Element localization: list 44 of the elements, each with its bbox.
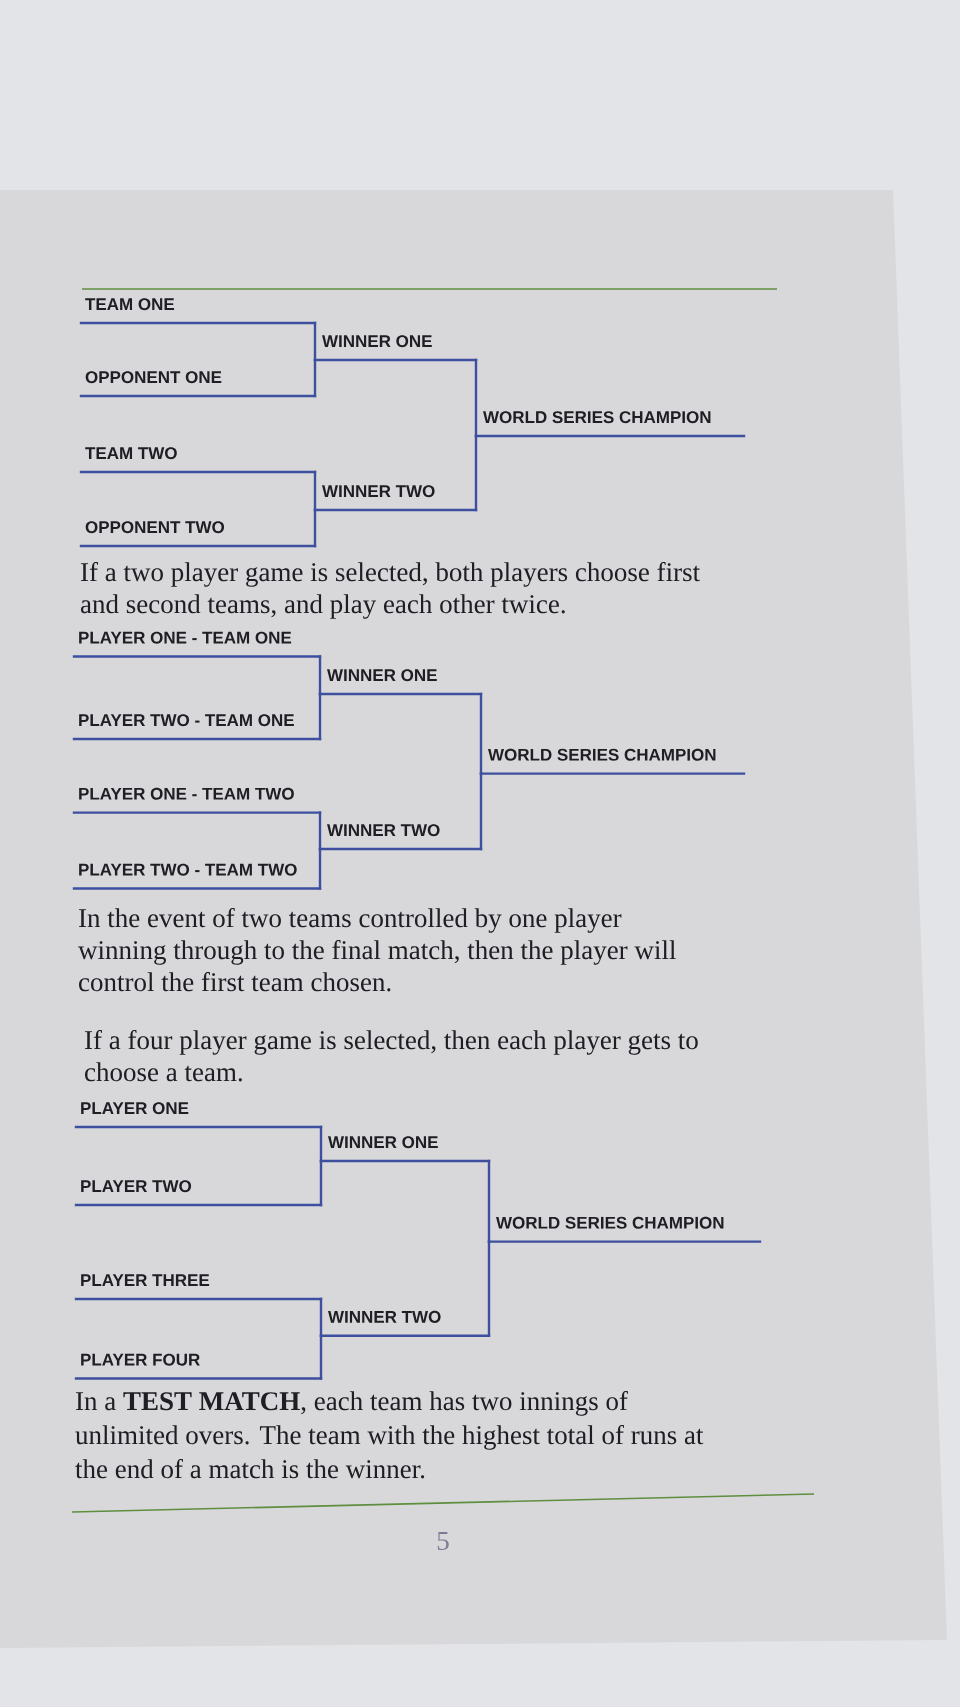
bracket-slot: WORLD SERIES CHAMPION [487, 1216, 762, 1243]
paragraph: In the event of two teams controlled by one player winning through to the final match, then the player will control the first team chosen. [78, 908, 676, 992]
bracket-connector [313, 358, 317, 398]
bracket-slot: WINNER TWO [318, 824, 483, 851]
paragraph: If a two player game is selected, both players choose first and second teams, and play each other twice. [80, 562, 700, 619]
bracket-connector [318, 847, 322, 890]
bracket-slot: WINNER ONE [318, 669, 483, 696]
bracket-slot: PLAYER FOUR [74, 1353, 323, 1380]
bracket-slot: PLAYER ONE - TEAM ONE [72, 631, 322, 658]
bracket-connector [319, 1125, 323, 1163]
bracket-slot: PLAYER TWO - TEAM TWO [72, 863, 322, 890]
bracket-slot: PLAYER ONE [74, 1102, 323, 1129]
bracket-connector [487, 1240, 491, 1337]
bracket-connector [479, 772, 483, 851]
bracket-connector [313, 508, 317, 548]
bracket-slot: OPPONENT ONE [79, 371, 317, 398]
bracket-connector [313, 470, 317, 512]
page-number: 5 [437, 1532, 449, 1550]
bracket-slot: PLAYER ONE - TEAM TWO [72, 787, 322, 814]
bracket-slot: WINNER TWO [313, 485, 478, 512]
bracket-connector [474, 434, 478, 512]
bracket-connector [313, 321, 317, 362]
paragraph: In a TEST MATCH, each team has two innings of unlimited overs. The team with the highest total of runs at the end of a match is the winner. [75, 1391, 704, 1479]
bracket-slot: TEAM ONE [79, 298, 317, 325]
bracket-connector [318, 655, 322, 696]
bracket-connector [318, 692, 322, 741]
bracket-slot: WINNER TWO [319, 1310, 491, 1337]
bracket-slot: WORLD SERIES CHAMPION [474, 411, 746, 438]
paragraph: If a four player game is selected, then each player gets to choose a team. [84, 1030, 698, 1082]
bracket-connector [319, 1334, 323, 1380]
bracket-slot: PLAYER TWO [74, 1180, 323, 1207]
bracket-slot: PLAYER TWO - TEAM ONE [72, 714, 322, 741]
bracket-connector [474, 358, 478, 438]
bracket-slot: WINNER ONE [313, 335, 478, 362]
bracket-slot: WORLD SERIES CHAMPION [479, 748, 746, 775]
bracket-connector [479, 692, 483, 775]
bracket-slot: TEAM TWO [79, 447, 317, 474]
bracket-connector [487, 1159, 491, 1243]
bracket-connector [318, 811, 322, 851]
bracket-slot: WINNER ONE [319, 1136, 491, 1163]
bracket-slot: OPPONENT TWO [79, 521, 317, 548]
bracket-slot: PLAYER THREE [74, 1274, 323, 1301]
bracket-connector [319, 1297, 323, 1337]
bracket-connector [319, 1159, 323, 1207]
